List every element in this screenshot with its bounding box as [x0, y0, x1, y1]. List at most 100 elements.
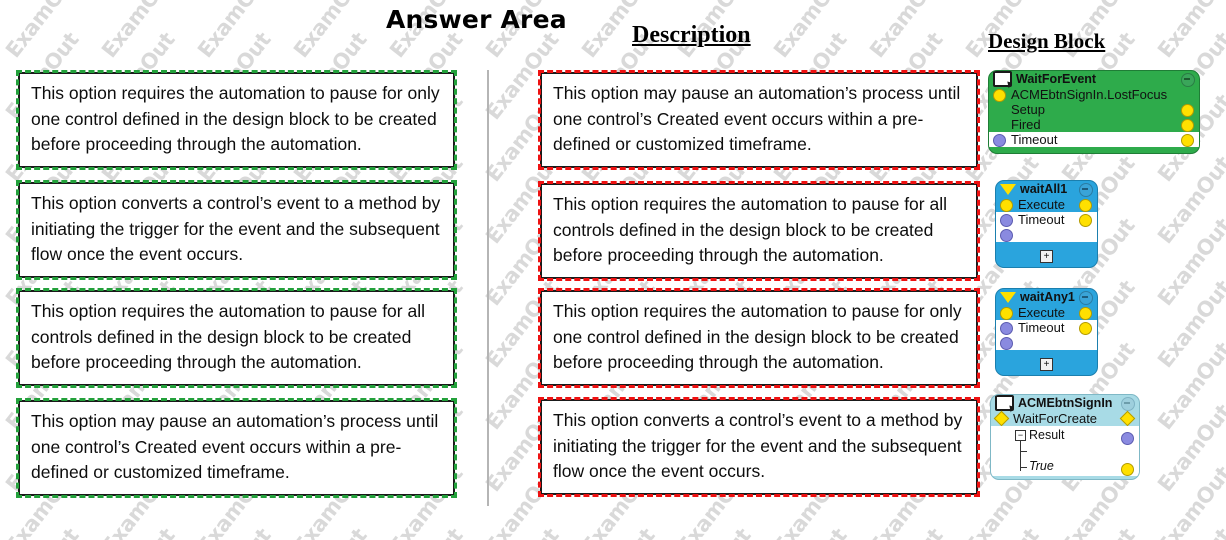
watermark-text: ExamOut	[562, 518, 670, 540]
screen-icon	[995, 395, 1014, 411]
tree-connector	[1020, 451, 1027, 452]
pin-purple-icon[interactable]	[1000, 214, 1013, 227]
description-item-text: This option may pause an automation’s pr…	[553, 83, 961, 154]
pin-purple-icon[interactable]	[1000, 337, 1013, 350]
answer-slot-4[interactable]: This option may pause an automation’s pr…	[16, 398, 457, 498]
watermark-text: ExamOut	[1152, 152, 1226, 249]
design-block-row-label: ACMEbtnSignIn.LostFocus	[1011, 87, 1168, 102]
watermark-text: ExamOut	[754, 0, 862, 12]
watermark-text: ExamOut	[1152, 0, 1226, 63]
watermark-text: ExamOut	[658, 518, 766, 540]
expand-button[interactable]: +	[1040, 358, 1053, 371]
description-item-text: This option converts a control’s event t…	[553, 410, 963, 481]
watermark-text: ExamOut	[288, 0, 372, 63]
design-block-row-timeout: Timeout	[989, 132, 1199, 147]
design-block-waitforevent[interactable]: WaitForEvent ACMEbtnSignIn.LostFocus Set…	[988, 70, 1200, 154]
tree-child-label: True	[1029, 459, 1054, 473]
pin-purple-icon[interactable]	[993, 134, 1006, 147]
watermark-text: ExamOut	[274, 518, 382, 540]
watermark-text: ExamOut	[1138, 518, 1226, 540]
watermark-text: ExamOut	[1152, 400, 1226, 497]
collapse-icon[interactable]	[1121, 397, 1135, 411]
expand-button[interactable]: +	[1040, 250, 1053, 263]
design-block-row-label: WaitForCreate	[1013, 411, 1098, 426]
tree-row-result: − Result	[991, 428, 1139, 445]
watermark-text: ExamOut	[864, 0, 948, 63]
answer-slot-1[interactable]: This option requires the automation to p…	[16, 70, 457, 170]
column-divider	[487, 70, 489, 506]
pin-yellow-icon[interactable]	[1181, 134, 1194, 147]
pin-yellow-icon[interactable]	[1079, 322, 1092, 335]
watermark-text: ExamOut	[1138, 0, 1226, 12]
column-header-design-block: Design Block	[988, 29, 1106, 53]
watermark-text: ExamOut	[1152, 214, 1226, 311]
design-block-title-bar: waitAll1	[996, 181, 1097, 197]
design-block-title-text: waitAll1	[1020, 182, 1068, 196]
pin-purple-icon[interactable]	[1121, 432, 1134, 445]
watermark-text: ExamOut	[946, 0, 1054, 12]
design-block-row-timeout: Timeout	[996, 320, 1097, 335]
pin-yellow-icon[interactable]	[1000, 199, 1013, 212]
triangle-icon	[1000, 291, 1016, 303]
design-block-row-setup: Setup	[989, 102, 1199, 117]
tree-row-true: True	[991, 459, 1139, 476]
watermark-text: ExamOut	[946, 518, 1054, 540]
watermark-text: ExamOut	[850, 0, 958, 12]
description-item-1[interactable]: This option may pause an automation’s pr…	[538, 70, 980, 170]
design-block-row-label: Setup	[1011, 102, 1045, 117]
design-block-row-extra	[996, 335, 1097, 350]
pin-yellow-icon[interactable]	[1079, 307, 1092, 320]
design-block-waitany1[interactable]: waitAny1 Execute Timeout +	[995, 288, 1098, 376]
watermark-text: ExamOut	[178, 0, 286, 12]
answer-slot-3[interactable]: This option requires the automation to p…	[16, 288, 457, 388]
design-block-acmebtnsignin[interactable]: ACMEbtnSignIn WaitForCreate − Result Tru…	[990, 394, 1140, 480]
design-block-row-label: Timeout	[1011, 132, 1058, 147]
pin-yellow-icon[interactable]	[1079, 199, 1092, 212]
answer-slot-text: This option converts a control’s event t…	[31, 193, 441, 264]
watermark-text: ExamOut	[1152, 462, 1226, 540]
design-block-row-label: Timeout	[1018, 212, 1065, 227]
collapse-icon[interactable]	[1181, 73, 1195, 87]
watermark-text: ExamOut	[754, 518, 862, 540]
design-block-row-label: Execute	[1018, 305, 1065, 320]
design-block-row-extra	[996, 227, 1097, 242]
design-block-title-text: ACMEbtnSignIn	[1018, 396, 1113, 410]
design-block-waitall1[interactable]: waitAll1 Execute Timeout +	[995, 180, 1098, 268]
description-item-2[interactable]: This option requires the automation to p…	[538, 181, 980, 281]
design-block-result-tree: − Result True False	[991, 426, 1139, 476]
pin-yellow-icon[interactable]	[993, 89, 1006, 102]
watermark-text: ExamOut	[1042, 518, 1150, 540]
screen-icon	[993, 71, 1012, 87]
pin-diamond-icon[interactable]	[993, 410, 1010, 427]
tree-collapse-icon[interactable]: −	[1015, 430, 1026, 441]
design-block-title-bar: ACMEbtnSignIn	[991, 395, 1139, 411]
description-item-text: This option requires the automation to p…	[553, 301, 962, 372]
pin-yellow-icon[interactable]	[1121, 463, 1134, 476]
watermark-text: ExamOut	[1042, 0, 1150, 12]
answer-slot-text: This option requires the automation to p…	[31, 301, 425, 372]
watermark-text: ExamOut	[82, 0, 190, 12]
watermark-text: ExamOut	[562, 0, 670, 12]
design-block-row-label: Fired	[1011, 117, 1041, 132]
pin-purple-icon[interactable]	[1000, 322, 1013, 335]
pin-yellow-icon[interactable]	[1181, 119, 1194, 132]
watermark-text: ExamOut	[370, 518, 478, 540]
answer-slot-2[interactable]: This option converts a control’s event t…	[16, 180, 457, 280]
column-header-description: Description	[632, 22, 751, 48]
collapse-icon[interactable]	[1079, 291, 1093, 305]
design-block-title-bar: waitAny1	[996, 289, 1097, 305]
watermark-text: ExamOut	[466, 518, 574, 540]
description-item-4[interactable]: This option converts a control’s event t…	[538, 397, 980, 497]
pin-purple-icon[interactable]	[1000, 229, 1013, 242]
collapse-icon[interactable]	[1079, 183, 1093, 197]
watermark-text: ExamOut	[82, 518, 190, 540]
description-item-3[interactable]: This option requires the automation to p…	[538, 288, 980, 388]
tree-connector	[1020, 441, 1021, 471]
pin-diamond-icon[interactable]	[1119, 410, 1136, 427]
pin-yellow-icon[interactable]	[1181, 104, 1194, 117]
pin-yellow-icon[interactable]	[1000, 307, 1013, 320]
triangle-icon	[1000, 183, 1016, 195]
watermark-text: ExamOut	[274, 0, 382, 12]
answer-slot-text: This option requires the automation to p…	[31, 83, 440, 154]
pin-yellow-icon[interactable]	[1079, 214, 1092, 227]
